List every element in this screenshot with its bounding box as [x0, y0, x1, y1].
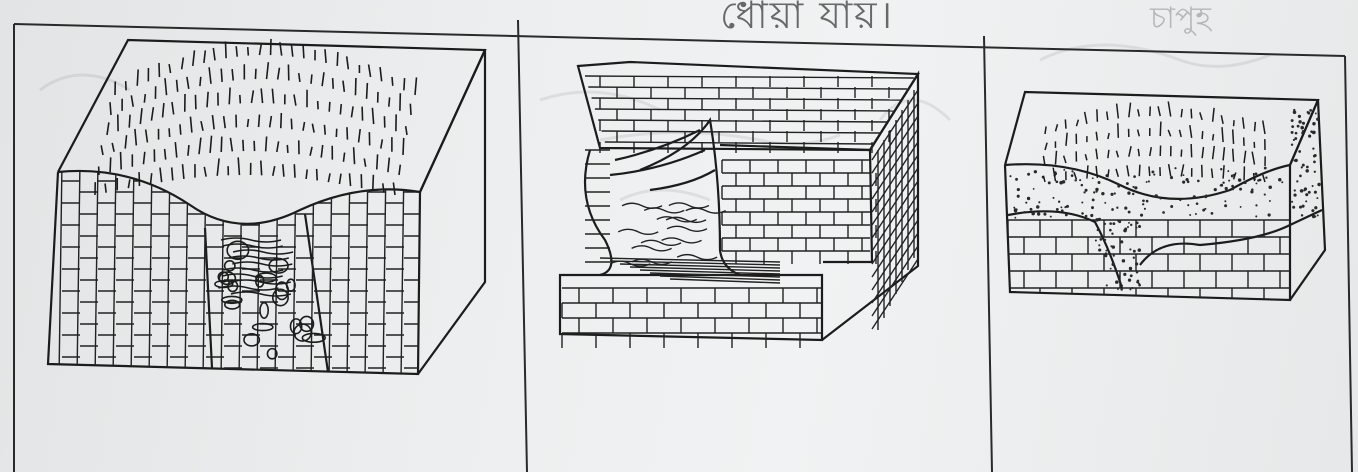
soil-speckles	[1009, 109, 1320, 291]
limestone-bricks-3	[1008, 212, 1322, 305]
